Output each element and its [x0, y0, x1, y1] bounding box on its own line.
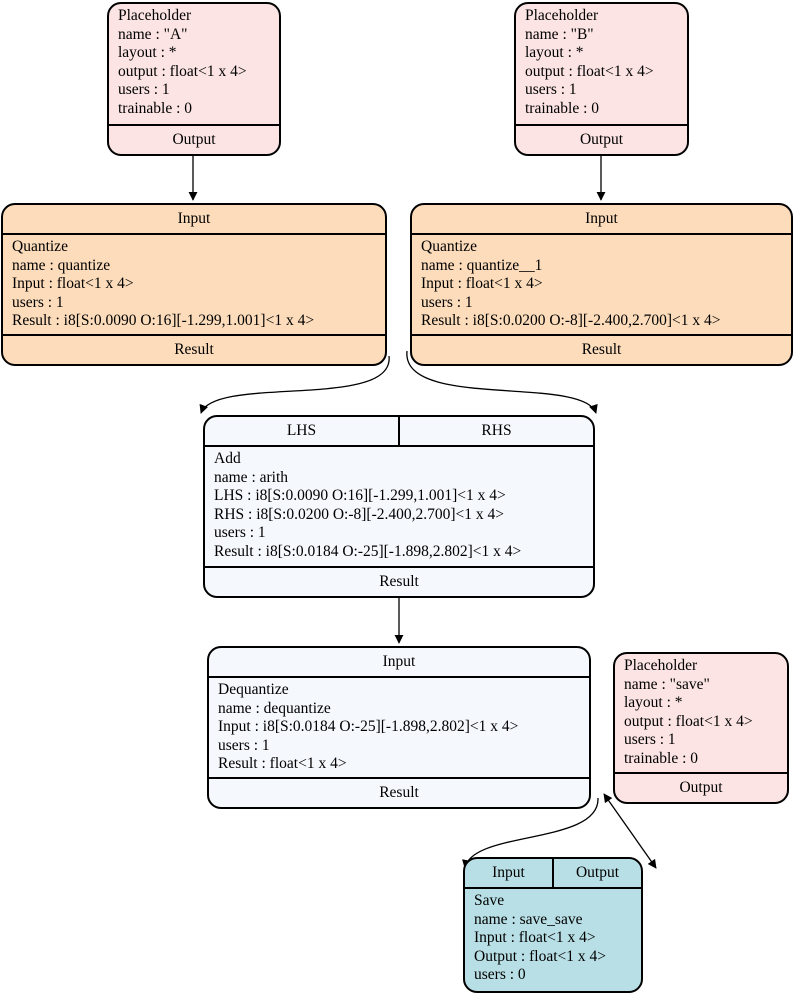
add-node[interactable]: LHS RHS Add name : arith LHS : i8[S:0.00… — [203, 415, 595, 598]
node-rhs: RHS : i8[S:0.0200 O:-8][-2.400,2.700]<1 … — [214, 505, 505, 523]
output-ports: Result — [209, 777, 589, 807]
node-result: Result : float<1 x 4> — [218, 755, 347, 773]
node-result: Result : i8[S:0.0200 O:-8][-2.400,2.700]… — [421, 312, 721, 330]
node-body: Placeholder name : "A" layout : * output… — [109, 4, 279, 124]
node-type: Save — [474, 892, 505, 909]
node-name: name : "B" — [525, 25, 594, 43]
quantize-node[interactable]: Input Quantize name : quantize Input : f… — [1, 203, 387, 366]
node-body: Placeholder name : "B" layout : * output… — [516, 4, 687, 124]
node-body: Quantize name : quantize Input : float<1… — [3, 235, 385, 334]
output-ports: Output — [615, 772, 787, 802]
node-users: users : 1 — [525, 81, 577, 99]
node-result: Result : i8[S:0.0184 O:-25][-1.898,2.802… — [214, 542, 522, 560]
node-type: Placeholder — [624, 657, 698, 674]
output-ports: Result — [205, 566, 593, 596]
placeholder-save-node[interactable]: Placeholder name : "save" layout : * out… — [613, 652, 789, 804]
node-lhs: LHS : i8[S:0.0090 O:16][-1.299,1.001]<1 … — [214, 487, 506, 505]
node-type: Quantize — [12, 238, 68, 255]
node-name: name : dequantize — [218, 699, 331, 717]
node-name: name : "save" — [624, 675, 710, 693]
input-ports: Input — [209, 648, 589, 678]
node-type: Dequantize — [218, 681, 289, 698]
placeholder-a-node[interactable]: Placeholder name : "A" layout : * output… — [107, 2, 281, 156]
lhs-port[interactable]: LHS — [286, 422, 317, 439]
node-input: Input : float<1 x 4> — [474, 929, 596, 947]
node-output: output : float<1 x 4> — [624, 712, 753, 730]
output-ports: Output — [109, 124, 279, 154]
node-body: Quantize name : quantize__1 Input : floa… — [412, 235, 791, 334]
node-users: users : 0 — [474, 966, 526, 984]
node-body: Placeholder name : "save" layout : * out… — [615, 654, 787, 772]
node-name: name : "A" — [118, 25, 188, 43]
node-users: users : 1 — [12, 293, 64, 311]
result-port[interactable]: Result — [379, 784, 419, 801]
input-ports: Input Output — [465, 859, 641, 889]
node-type: Add — [214, 450, 241, 467]
result-port[interactable]: Result — [581, 341, 622, 358]
node-body: Dequantize name : dequantize Input : i8[… — [209, 678, 589, 777]
node-users: users : 1 — [218, 736, 270, 754]
input-port[interactable]: Input — [382, 653, 416, 670]
node-output: Output : float<1 x 4> — [474, 947, 606, 965]
output-port[interactable]: Output — [552, 859, 641, 887]
node-type: Placeholder — [525, 7, 599, 24]
node-output: output : float<1 x 4> — [525, 62, 654, 80]
node-users: users : 1 — [624, 731, 676, 749]
node-layout: layout : * — [624, 694, 683, 712]
node-output: output : float<1 x 4> — [118, 62, 247, 80]
output-port[interactable]: Output — [679, 779, 723, 796]
input-port[interactable]: Input — [177, 210, 211, 227]
node-name: name : quantize — [12, 256, 111, 274]
node-layout: layout : * — [118, 44, 177, 62]
rhs-port[interactable]: RHS — [398, 417, 593, 445]
dequantize-node[interactable]: Input Dequantize name : dequantize Input… — [207, 646, 591, 809]
placeholder-b-node[interactable]: Placeholder name : "B" layout : * output… — [514, 2, 689, 156]
node-users: users : 1 — [421, 293, 473, 311]
node-input: Input : i8[S:0.0184 O:-25][-1.898,2.802]… — [218, 718, 519, 736]
node-type: Quantize — [421, 238, 477, 255]
result-port[interactable]: Result — [379, 573, 419, 590]
output-ports: Output — [516, 124, 687, 154]
node-body: Save name : save_save Input : float<1 x … — [465, 889, 641, 991]
node-input: Input : float<1 x 4> — [12, 275, 134, 293]
output-ports: Result — [412, 334, 791, 364]
node-users: users : 1 — [118, 81, 170, 99]
node-input: Input : float<1 x 4> — [421, 275, 543, 293]
node-name: name : quantize__1 — [421, 256, 543, 274]
node-trainable: trainable : 0 — [118, 99, 193, 117]
node-result: Result : i8[S:0.0090 O:16][-1.299,1.001]… — [12, 312, 315, 330]
output-ports: Result — [3, 334, 385, 364]
node-body: Add name : arith LHS : i8[S:0.0090 O:16]… — [205, 447, 593, 566]
output-port[interactable]: Output — [579, 131, 624, 148]
node-type: Placeholder — [118, 7, 192, 24]
input-port[interactable]: Input — [492, 864, 525, 881]
output-port[interactable]: Output — [172, 131, 216, 148]
node-layout: layout : * — [525, 44, 584, 62]
input-ports: LHS RHS — [205, 417, 593, 447]
result-port[interactable]: Result — [174, 341, 214, 358]
node-name: name : arith — [214, 468, 289, 486]
input-ports: Input — [3, 205, 385, 235]
save-node[interactable]: Input Output Save name : save_save Input… — [463, 857, 643, 993]
quantize-1-node[interactable]: Input Quantize name : quantize__1 Input … — [410, 203, 793, 366]
node-users: users : 1 — [214, 524, 266, 542]
node-trainable: trainable : 0 — [525, 99, 600, 117]
input-ports: Input — [412, 205, 791, 235]
node-trainable: trainable : 0 — [624, 749, 699, 767]
input-port[interactable]: Input — [585, 210, 618, 227]
node-name: name : save_save — [474, 910, 583, 928]
